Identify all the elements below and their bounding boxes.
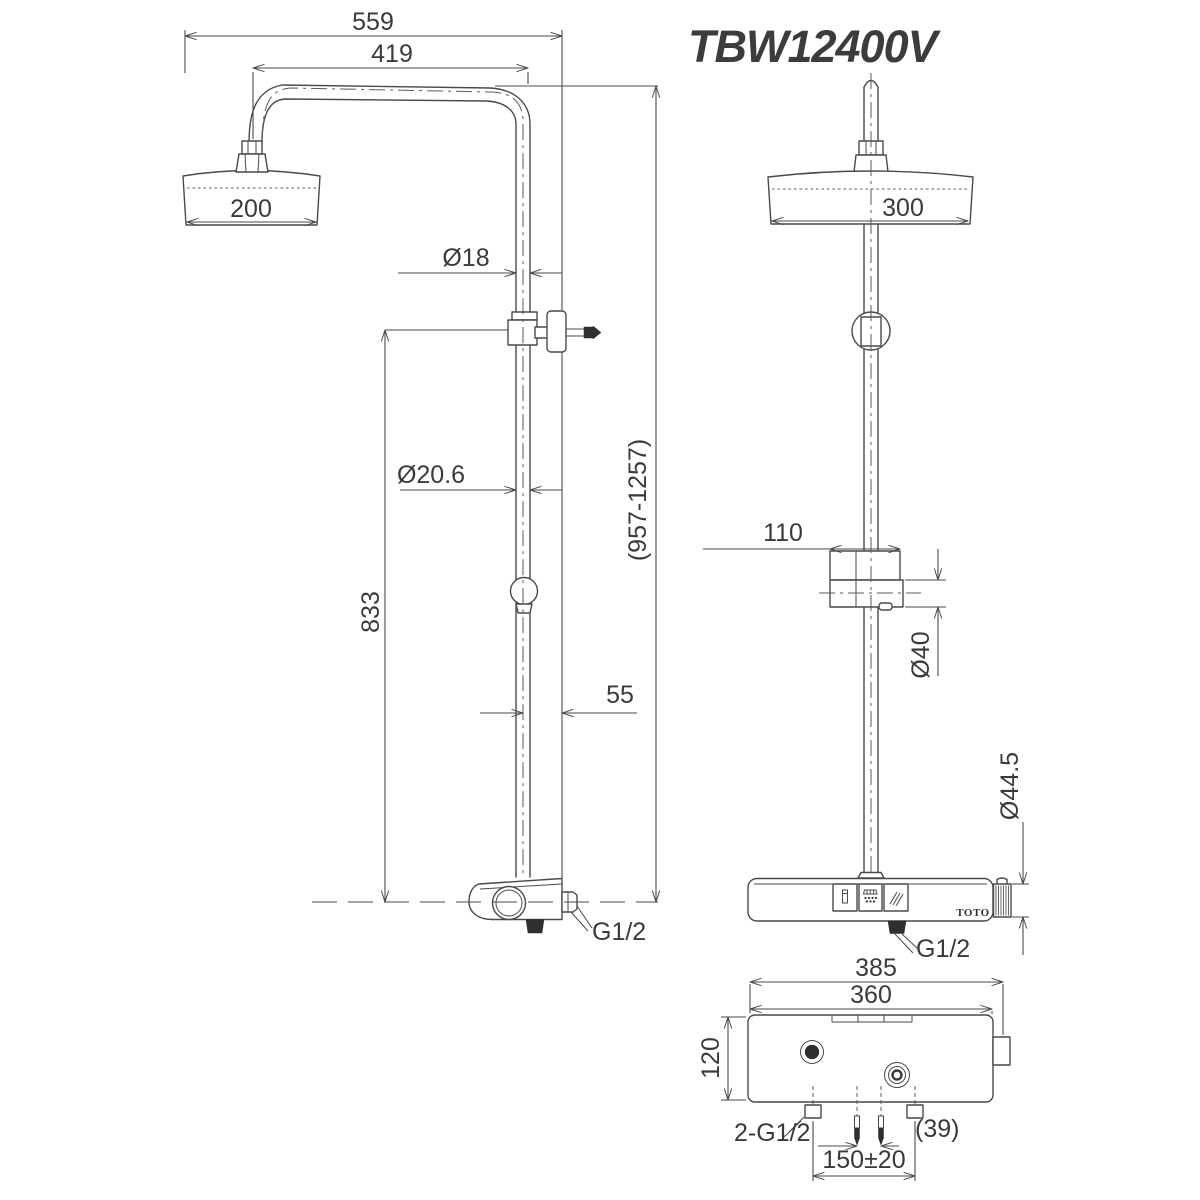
dim-120-label: 120 bbox=[697, 1037, 725, 1079]
dim-833-label: 833 bbox=[357, 591, 385, 633]
mode-button-stream bbox=[832, 883, 858, 912]
dim-slider-dia: Ø40 bbox=[905, 549, 946, 679]
slider-bracket bbox=[819, 550, 921, 611]
dim-arm-reach: 419 bbox=[252, 40, 529, 139]
dim-height-range: (957-1257) bbox=[495, 85, 658, 902]
dim-knob-dia: Ø44.5 bbox=[996, 752, 1029, 955]
temperature-knob-side bbox=[491, 885, 527, 921]
mode-button-spray bbox=[858, 883, 883, 912]
anchor-screw bbox=[566, 325, 602, 340]
mode-button-massage bbox=[883, 883, 909, 912]
side-view: 559 419 200 Ø18 Ø20.6 bbox=[182, 8, 658, 946]
dim-screw-spacing: (39) bbox=[818, 1115, 959, 1146]
label-g12-front: G1/2 bbox=[916, 935, 970, 963]
dim-d206-label: Ø20.6 bbox=[397, 461, 465, 489]
plan-view: 385 360 120 2-G1/2 (39) bbox=[697, 954, 1011, 1181]
wall-bracket bbox=[507, 310, 602, 353]
dim-39-label: (39) bbox=[915, 1115, 959, 1143]
dim-150-label: 150±20 bbox=[822, 1146, 905, 1174]
toto-brand-logo: TOTO bbox=[956, 907, 989, 919]
ball-joint bbox=[851, 311, 891, 351]
dim-360-label: 360 bbox=[850, 981, 892, 1009]
front-view: TOTO 300 110 bbox=[703, 73, 1029, 963]
dim-385-label: 385 bbox=[855, 954, 897, 982]
mixer-valve-side bbox=[468, 877, 578, 934]
mixer-valve-front: TOTO bbox=[747, 871, 1012, 934]
dim-lower-pipe-dia: Ø20.6 bbox=[397, 461, 562, 490]
shower-head-connector-side bbox=[235, 140, 269, 173]
valve-body-plan bbox=[747, 1014, 1011, 1103]
label-g12-side: G1/2 bbox=[592, 918, 646, 946]
dim-body-depth-plan: 120 bbox=[697, 1016, 746, 1101]
dim-d18-label: Ø18 bbox=[442, 244, 489, 272]
inlet-thread-callout: 2-G1/2 bbox=[734, 1116, 810, 1147]
dim-419-label: 419 bbox=[371, 40, 413, 68]
temp-dial-plan bbox=[800, 1040, 824, 1064]
dim-body-width-plan: 360 bbox=[750, 981, 993, 1014]
dim-200-label: 200 bbox=[230, 195, 272, 223]
volume-knob-plan bbox=[992, 1036, 1011, 1066]
label-2g12: 2-G1/2 bbox=[734, 1119, 810, 1147]
dim-overall-width-plan: 385 bbox=[749, 954, 1004, 1035]
dim-riser-height: 833 bbox=[357, 329, 508, 902]
dim-wall-offset: 55 bbox=[480, 681, 637, 713]
outlet-thread-callout-side: G1/2 bbox=[570, 905, 646, 946]
inlet-connector-front bbox=[887, 920, 907, 934]
model-number-title: TBW12400V bbox=[688, 21, 942, 72]
dim-head-width-side: 200 bbox=[187, 195, 316, 223]
overhead-shower-side bbox=[182, 140, 321, 226]
shower-arm bbox=[248, 84, 531, 878]
inlet-connectors-plan bbox=[804, 1086, 924, 1119]
outlet-port-plan bbox=[884, 1062, 910, 1088]
slide-lock-knob bbox=[509, 576, 539, 614]
dim-55-label: 55 bbox=[606, 681, 634, 709]
outlet-thread-callout-front: G1/2 bbox=[894, 933, 970, 963]
dim-overall-width: 559 bbox=[184, 8, 562, 73]
bracket-release-nub bbox=[878, 602, 893, 611]
dim-d445-label: Ø44.5 bbox=[996, 752, 1024, 820]
volume-knob-front bbox=[992, 877, 1012, 918]
dim-110-label: 110 bbox=[763, 519, 803, 547]
dim-slider-width: 110 bbox=[703, 519, 900, 549]
dim-559-label: 559 bbox=[352, 8, 394, 36]
inlet-connector-side bbox=[525, 919, 545, 934]
dim-inlet-spacing: 150±20 bbox=[812, 1121, 916, 1181]
dim-300-label: 300 bbox=[882, 194, 924, 222]
dim-957-1257-label: (957-1257) bbox=[624, 439, 652, 561]
dim-head-width-front: 300 bbox=[772, 194, 968, 222]
dim-upper-pipe-dia: Ø18 bbox=[398, 244, 562, 273]
mounting-screws bbox=[854, 1086, 884, 1146]
pipe-centerline-side bbox=[261, 87, 524, 877]
dim-d40-label: Ø40 bbox=[907, 631, 935, 678]
